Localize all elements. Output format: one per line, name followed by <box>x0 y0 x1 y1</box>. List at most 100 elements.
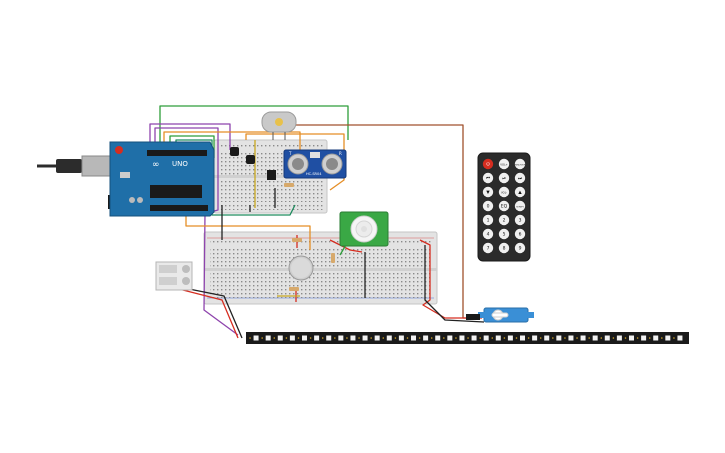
remote-button-label: 4 <box>487 232 490 238</box>
arduino-uno-board[interactable]: ∞ UNO <box>37 141 215 217</box>
led-pad <box>527 337 530 339</box>
led-pad <box>370 337 372 339</box>
remote-button-power[interactable]: ⏻ <box>482 158 494 170</box>
led-pixel <box>459 335 465 341</box>
remote-button-num-9[interactable]: 9 <box>514 242 526 254</box>
remote-button-label: 7 <box>487 246 490 252</box>
led-pad <box>443 337 445 339</box>
remote-button-num-1[interactable]: 1 <box>482 214 494 226</box>
remote-button-shape <box>482 172 494 184</box>
remote-button-shape <box>498 214 510 226</box>
remote-button-fast-forward[interactable]: ⏭ <box>514 172 526 184</box>
ir-remote[interactable]: ⏻ VOL+ FUNC/STOP ⏮ ⏯ ⏭ ▼ VOL- ▲ 0 EQ ST/REPT 1 2 3 4 5 6 7… <box>477 152 531 262</box>
remote-button-num-6[interactable]: 6 <box>514 228 526 240</box>
remote-button-shape <box>498 186 510 198</box>
led-pad <box>346 337 348 339</box>
remote-button-label: 6 <box>519 232 522 238</box>
remote-button-func-stop[interactable]: FUNC/STOP <box>514 158 526 170</box>
remote-button-shape <box>482 158 494 170</box>
led-pixel <box>447 335 453 341</box>
led-pixel <box>265 335 271 341</box>
led-pad <box>515 337 518 339</box>
remote-button-num-8[interactable]: 8 <box>498 242 510 254</box>
breadboard-main[interactable] <box>203 231 438 305</box>
led-pad <box>636 337 639 339</box>
led-pixel <box>556 335 562 341</box>
led-pixel <box>677 335 683 341</box>
remote-button-shape <box>482 228 494 240</box>
remote-button-num-2[interactable]: 2 <box>498 214 510 226</box>
remote-button-num-0[interactable]: 0 <box>482 200 494 212</box>
led-pad <box>321 337 324 339</box>
led-pixel <box>616 335 622 341</box>
piezo-buzzer[interactable] <box>288 255 314 281</box>
led-pixel <box>665 335 671 341</box>
ultrasonic-label: HC-SR04 <box>306 172 322 176</box>
led-pixel <box>629 335 634 341</box>
dc-motor[interactable] <box>261 111 297 140</box>
pir-sensor[interactable] <box>339 211 389 247</box>
remote-button-vol-up[interactable]: VOL+ <box>498 158 510 170</box>
usb-plug <box>56 159 82 173</box>
ultrasonic-label-t: T <box>288 151 292 156</box>
led-pad <box>394 337 397 339</box>
remote-button-shape <box>498 242 510 254</box>
led-pixel <box>411 335 416 341</box>
remote-button-shape <box>514 242 526 254</box>
led-pixel <box>580 335 586 341</box>
led-pad <box>491 337 494 339</box>
led-pad <box>600 337 603 339</box>
remote-button-play-pause[interactable]: ⏯ <box>498 172 510 184</box>
remote-button-num-3[interactable]: 3 <box>514 214 526 226</box>
remote-button-rewind[interactable]: ⏮ <box>482 172 494 184</box>
led-pad <box>503 337 506 339</box>
remote-button-eq[interactable]: EQ <box>498 200 510 212</box>
remote-button-shape <box>514 214 526 226</box>
led-pad <box>430 337 433 339</box>
led-pad <box>612 337 615 339</box>
remote-button-num-7[interactable]: 7 <box>482 242 494 254</box>
led-pad <box>334 337 336 339</box>
neopixel-led-strip[interactable] <box>246 332 689 344</box>
ic-chip[interactable] <box>267 170 276 180</box>
led-pixel <box>653 335 659 341</box>
remote-button-st-rept[interactable]: ST/REPT <box>514 200 526 212</box>
resistor-pir[interactable] <box>331 253 335 263</box>
led-pixel <box>326 335 332 341</box>
led-pad <box>564 337 566 339</box>
led-pixel <box>641 335 647 341</box>
remote-button-num-4[interactable]: 4 <box>482 228 494 240</box>
servo-motor[interactable] <box>466 307 534 323</box>
ultrasonic-sensor[interactable]: HC-SR04 T R <box>283 149 347 179</box>
resistor-bottom[interactable] <box>289 287 299 291</box>
remote-button-vol-down[interactable]: VOL- <box>498 186 510 198</box>
remote-button-shape <box>498 200 510 212</box>
remote-button-shape <box>482 214 494 226</box>
remote-button-label: 1 <box>487 218 490 224</box>
led-pixel <box>277 335 283 341</box>
remote-button-num-5[interactable]: 5 <box>498 228 510 240</box>
led-pad <box>624 337 627 339</box>
remote-button-shape <box>514 186 526 198</box>
transistor-1[interactable] <box>230 147 239 156</box>
remote-button-label: 2 <box>503 218 506 224</box>
led-pixel <box>338 335 344 341</box>
remote-button-shape <box>514 228 526 240</box>
transistor-2[interactable] <box>246 155 255 164</box>
led-pixel <box>302 335 307 341</box>
remote-button-shape <box>498 228 510 240</box>
remote-button-label: ⏻ <box>486 162 490 168</box>
remote-button-up[interactable]: ▲ <box>514 186 526 198</box>
remote-button-shape <box>514 200 526 212</box>
remote-button-shape <box>482 186 494 198</box>
led-pixel <box>423 335 429 341</box>
remote-button-down[interactable]: ▼ <box>482 186 494 198</box>
remote-button-label: ST/REPT <box>516 207 524 209</box>
led-pixel <box>507 335 513 341</box>
led-pixel <box>350 335 356 341</box>
led-pad <box>406 337 409 339</box>
led-pixel <box>435 335 441 341</box>
slide-switch-module[interactable] <box>155 261 193 291</box>
resistor-top[interactable] <box>292 238 302 242</box>
resistor[interactable] <box>284 183 294 187</box>
